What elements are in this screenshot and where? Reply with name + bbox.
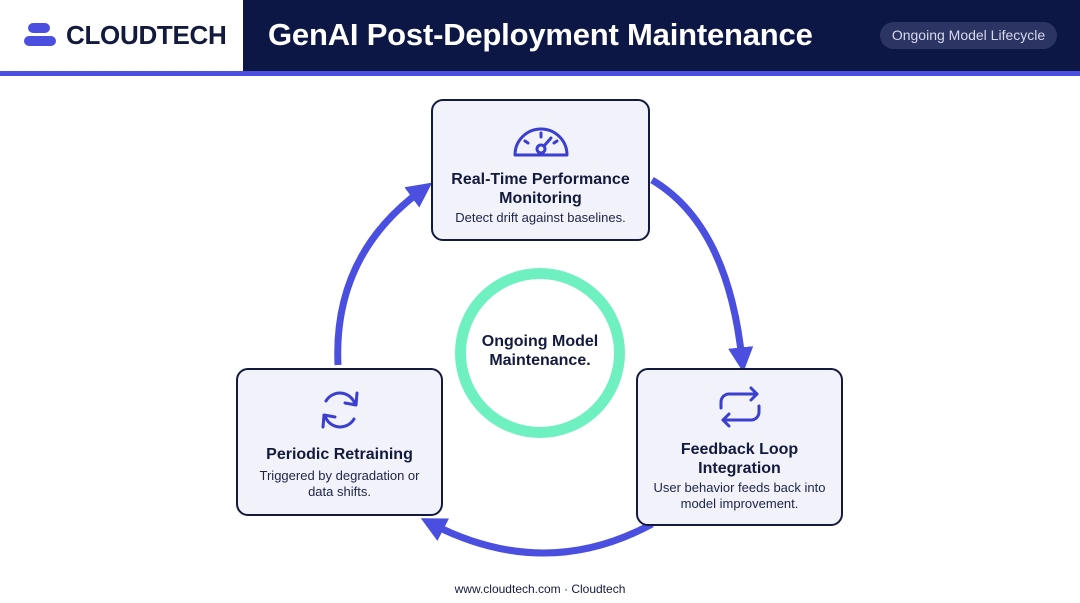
step-title: Periodic Retraining xyxy=(266,446,413,463)
step-title: Feedback Loop Integration xyxy=(680,441,799,477)
repeat-arrows-icon xyxy=(719,386,760,428)
step-description: Triggered by degradation or data shifts. xyxy=(259,468,420,499)
step-description: User behavior feeds back into model impr… xyxy=(653,480,826,511)
cloudtech-logo-icon xyxy=(24,23,56,46)
arrow-feedback-to-retraining xyxy=(420,518,654,557)
center-label: Ongoing Model Maintenance. xyxy=(481,333,599,369)
step-description: Detect drift against baselines. xyxy=(455,210,626,225)
arrow-monitoring-to-feedback xyxy=(650,176,754,373)
step-title: Real-Time Performance Monitoring xyxy=(451,171,630,207)
center-ring: Ongoing Model Maintenance. xyxy=(455,268,625,438)
speedometer-icon xyxy=(513,127,568,157)
footer-text: www.cloudtech.com · Cloudtech xyxy=(454,582,626,596)
step-card-feedback: Feedback Loop Integration User behavior … xyxy=(636,368,843,526)
step-card-retraining: Periodic Retraining Triggered by degrada… xyxy=(236,368,443,516)
header-accent-rule xyxy=(0,71,1080,76)
page-title: GenAI Post-Deployment Maintenance xyxy=(268,17,813,52)
step-card-monitoring: Real-Time Performance Monitoring Detect … xyxy=(431,99,650,241)
lifecycle-badge: Ongoing Model Lifecycle xyxy=(880,22,1057,49)
logo-panel: CLOUDTECH xyxy=(0,0,243,71)
logo-text: CLOUDTECH xyxy=(66,20,227,50)
refresh-icon xyxy=(321,391,358,429)
arrow-retraining-to-monitoring xyxy=(334,182,433,366)
